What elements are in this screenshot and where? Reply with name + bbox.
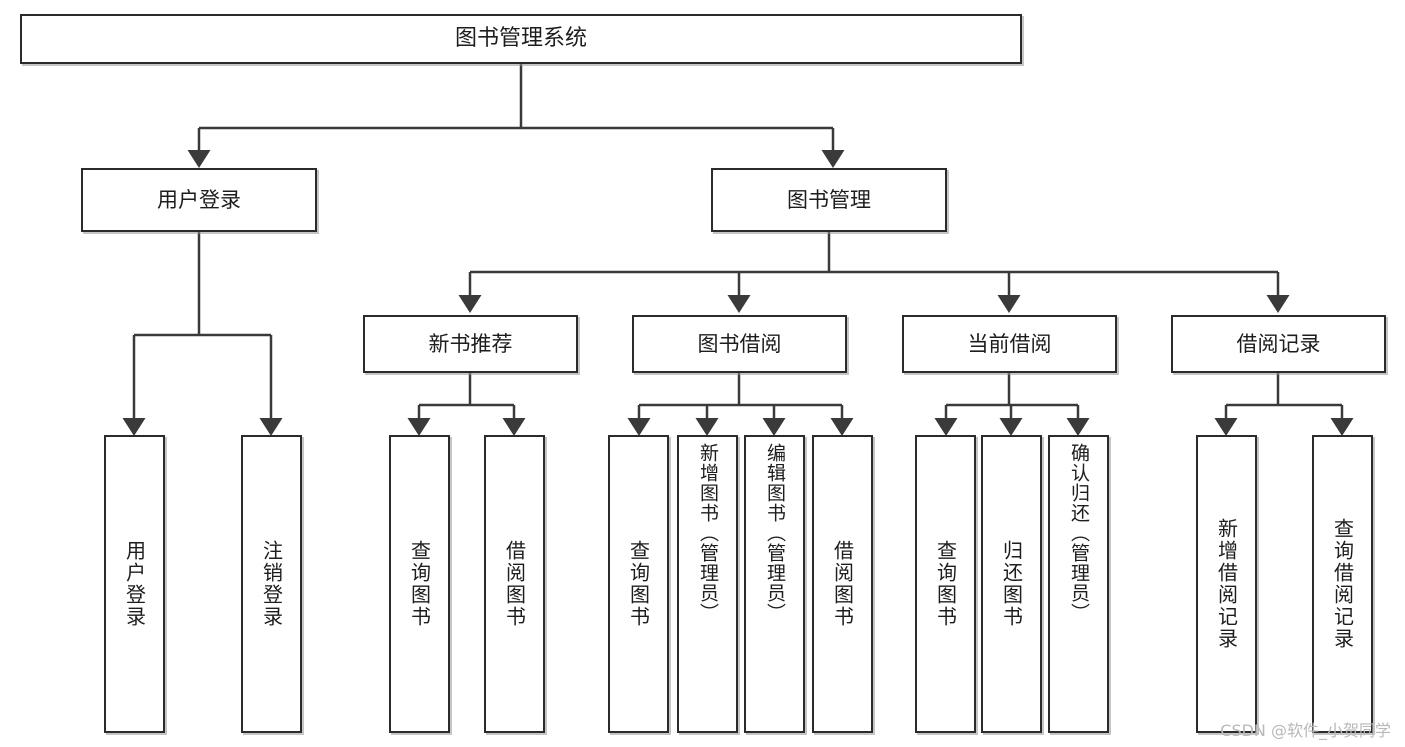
leaf-user-login-login[interactable]: 用户登录 <box>104 435 165 733</box>
node-book-borrow[interactable]: 图书借阅 <box>632 315 847 373</box>
watermark: CSDN @软件_小贺同学 <box>1220 721 1391 740</box>
node-user-login[interactable]: 用户登录 <box>81 168 317 232</box>
leaf-book-borrow-borrow-book[interactable]: 借阅图书 <box>812 435 873 733</box>
node-label: 归还图书 <box>999 540 1024 628</box>
leaf-new-book-borrow-book[interactable]: 借阅图书 <box>484 435 545 733</box>
leaf-current-borrow-return-book[interactable]: 归还图书 <box>981 435 1042 733</box>
node-label: 借阅图书 <box>830 540 855 628</box>
node-current-borrow[interactable]: 当前借阅 <box>902 315 1117 373</box>
leaf-book-borrow-edit-book-admin[interactable]: 编辑图书（管理员） <box>744 435 805 733</box>
node-root-book-management-system[interactable]: 图书管理系统 <box>20 14 1022 64</box>
leaf-current-borrow-confirm-return-admin[interactable]: 确认归还（管理员） <box>1048 435 1109 733</box>
node-label: 确认归还（管理员） <box>1068 443 1090 623</box>
node-label: 注销登录 <box>259 540 284 628</box>
leaf-current-borrow-query-book[interactable]: 查询图书 <box>915 435 976 733</box>
node-label: 查询借阅记录 <box>1330 518 1355 650</box>
leaf-user-login-logout[interactable]: 注销登录 <box>241 435 302 733</box>
leaf-new-book-query-book[interactable]: 查询图书 <box>389 435 450 733</box>
node-new-book-recommend[interactable]: 新书推荐 <box>363 315 578 373</box>
node-label: 图书管理系统 <box>454 26 587 52</box>
node-label: 查询图书 <box>626 540 651 628</box>
node-label: 新增借阅记录 <box>1214 518 1239 650</box>
leaf-borrow-record-add-record[interactable]: 新增借阅记录 <box>1196 435 1257 733</box>
node-label: 借阅记录 <box>1236 331 1321 356</box>
leaf-book-borrow-query-book[interactable]: 查询图书 <box>608 435 669 733</box>
node-label: 用户登录 <box>122 540 147 628</box>
node-label: 当前借阅 <box>967 331 1052 356</box>
node-label: 新增图书（管理员） <box>697 443 719 623</box>
leaf-book-borrow-add-book-admin[interactable]: 新增图书（管理员） <box>677 435 738 733</box>
node-borrow-record[interactable]: 借阅记录 <box>1171 315 1386 373</box>
node-label: 查询图书 <box>933 540 958 628</box>
node-label: 借阅图书 <box>502 540 527 628</box>
node-book-management[interactable]: 图书管理 <box>711 168 947 232</box>
node-label: 查询图书 <box>407 540 432 628</box>
node-label: 新书推荐 <box>428 331 513 356</box>
node-label: 编辑图书（管理员） <box>764 443 786 623</box>
node-label: 用户登录 <box>157 187 241 212</box>
leaf-borrow-record-query-record[interactable]: 查询借阅记录 <box>1312 435 1373 733</box>
node-label: 图书管理 <box>787 187 871 212</box>
node-label: 图书借阅 <box>697 331 782 356</box>
